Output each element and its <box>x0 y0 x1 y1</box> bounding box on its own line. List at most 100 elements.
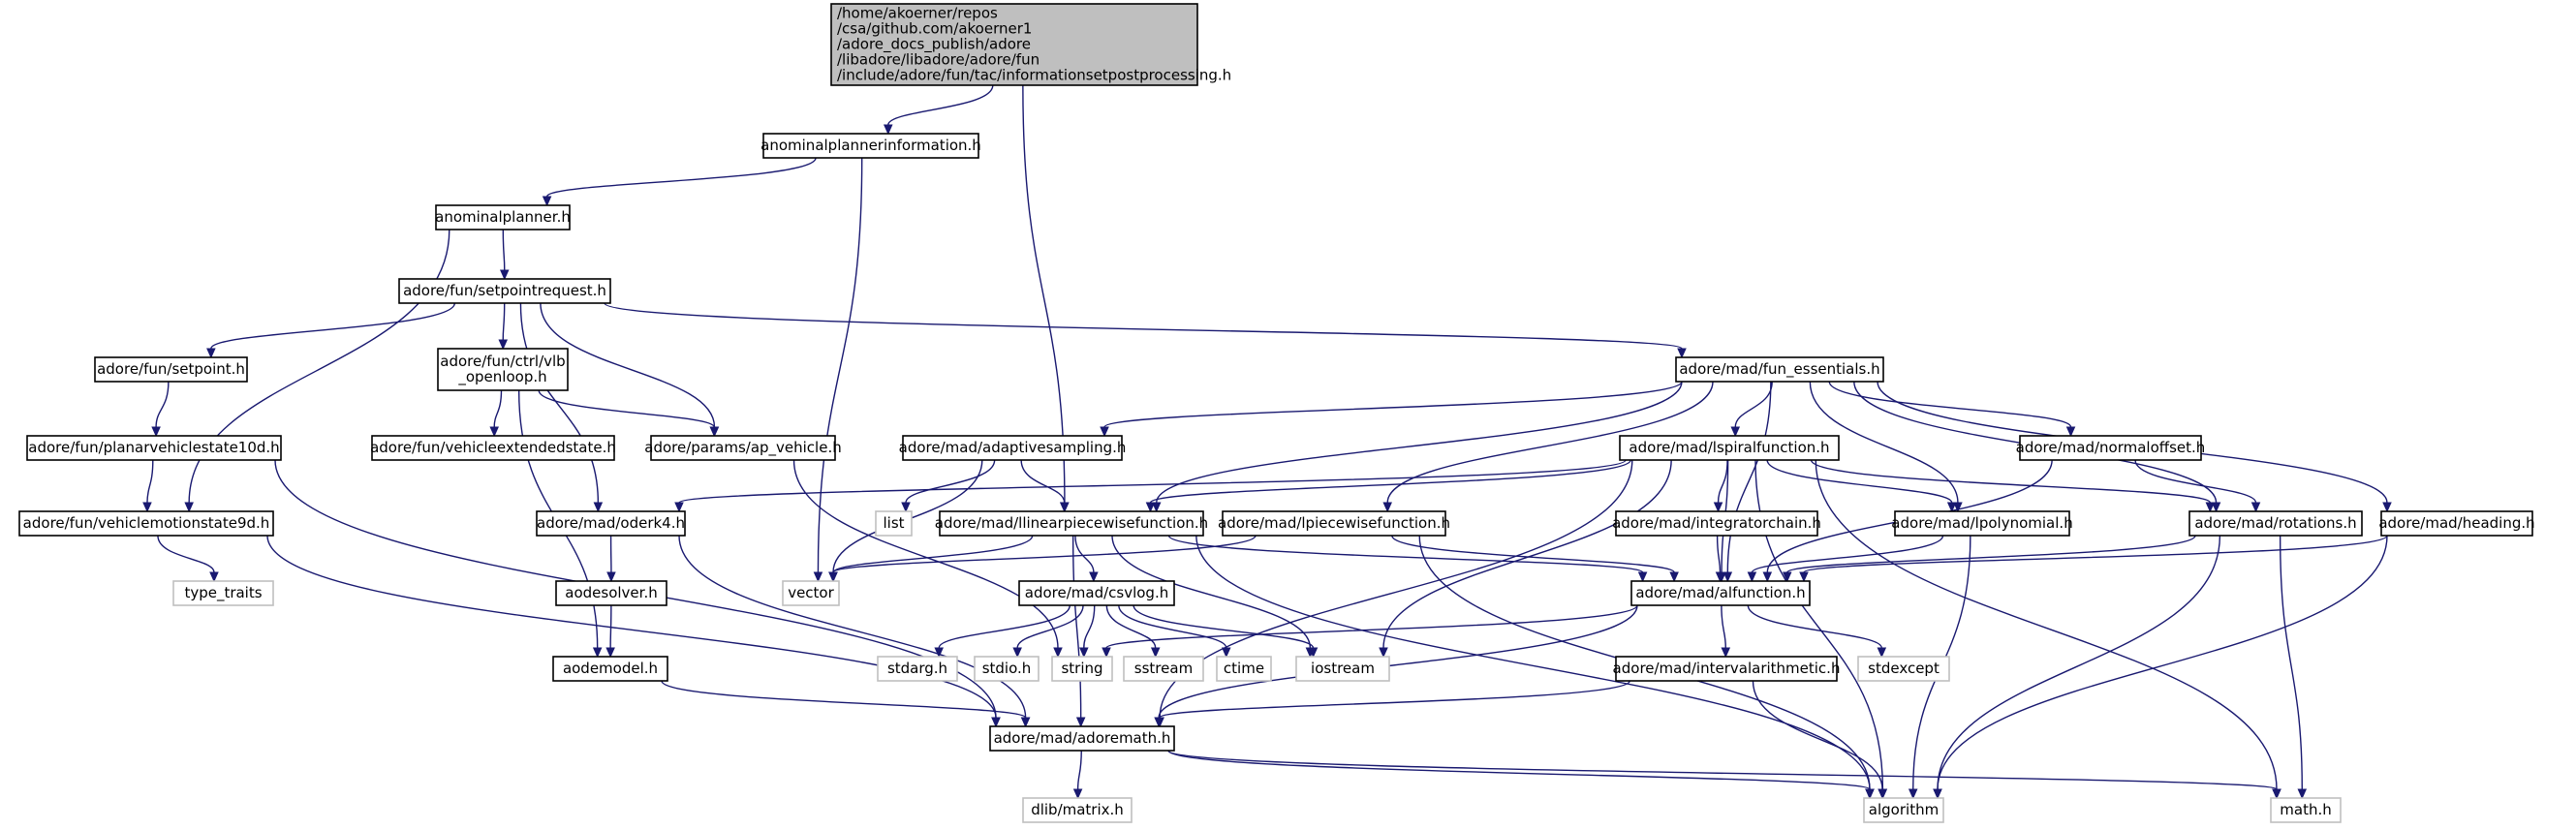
edge-csvlog-to-stdarg <box>938 604 1071 649</box>
node-aodesolver[interactable]: aodesolver.h <box>555 580 667 606</box>
node-normaloffset[interactable]: adore/mad/normaloffset.h <box>2016 435 2206 461</box>
node-fun_essentials[interactable]: adore/mad/fun_essentials.h <box>1675 356 1884 383</box>
edge-csvlog-to-string <box>1083 604 1096 649</box>
node-ctime: ctime <box>1216 656 1272 682</box>
arrowhead-lspiralfunction-to-iostream <box>1379 647 1388 659</box>
edge-alfunction-to-adoremath <box>1158 604 1638 719</box>
node-planarvehiclestate10d[interactable]: adore/fun/planarvehiclestate10d.h <box>26 435 282 461</box>
node-box-stdarg <box>877 656 958 682</box>
node-box-intervalarithmetic <box>1615 656 1838 682</box>
arrowhead-setpointrequest-to-fun_essentials <box>1677 348 1687 359</box>
node-alfunction[interactable]: adore/mad/alfunction.h <box>1630 580 1811 606</box>
arrowhead-llinearpiecewisefunction-to-csvlog <box>1089 571 1099 583</box>
node-vehicleextendedstate[interactable]: adore/fun/vehicleextendedstate.h <box>370 435 616 461</box>
arrowhead-ap_vehicle-to-string <box>1053 647 1063 659</box>
edge-alfunction-to-string <box>1105 604 1638 649</box>
node-vlb_openloop[interactable]: adore/fun/ctrl/vlb_openloop.h <box>437 348 569 391</box>
arrowhead-vlb_openloop-to-aodemodel <box>592 647 603 659</box>
edge-adoremath-to-math <box>1167 750 2278 790</box>
edge-vlb_openloop-to-ap_vehicle <box>538 389 715 428</box>
edge-llinearpiecewisefunction-to-algorithm <box>1195 535 1871 790</box>
node-integratorchain[interactable]: adore/mad/integratorchain.h <box>1612 510 1821 537</box>
node-csvlog[interactable]: adore/mad/csvlog.h <box>1018 580 1175 606</box>
edge-vehiclemotionstate9d-to-adoremath <box>266 535 997 719</box>
node-box-iostream <box>1295 656 1390 682</box>
edge-aodesolver-to-aodemodel <box>609 604 612 649</box>
node-box-setpoint <box>94 356 248 383</box>
arrowhead-fun_essentials-to-adaptivesampling <box>1100 426 1109 438</box>
node-adaptivesampling[interactable]: adore/mad/adaptivesampling.h <box>899 435 1127 461</box>
arrowhead-aodemodel-to-adoremath <box>1020 717 1031 728</box>
arrowhead-fun_essentials-to-alfunction <box>1723 571 1733 583</box>
arrowhead-csvlog-to-iostream <box>1308 647 1319 659</box>
edge-vlb_openloop-to-vehicleextendedstate <box>493 389 503 428</box>
node-label-vehicleextendedstate: adore/fun/vehicleextendedstate.h <box>370 439 616 456</box>
node-ap_vehicle[interactable]: adore/params/ap_vehicle.h <box>644 435 842 461</box>
edge-lspiralfunction-to-oderk4 <box>678 459 1627 504</box>
edge-lspiralfunction-to-rotations <box>1810 459 2212 504</box>
node-lpiecewisefunction[interactable]: adore/mad/lpiecewisefunction.h <box>1218 510 1450 537</box>
node-root[interactable]: /home/akoerner/repos/csa/github.com/akoe… <box>830 3 1231 86</box>
arrowhead-lpiecewisefunction-to-vector <box>828 571 838 583</box>
node-lpolynomial[interactable]: adore/mad/lpolynomial.h <box>1891 510 2073 537</box>
arrowhead-intervalarithmetic-to-adoremath <box>1155 717 1164 728</box>
node-label-alfunction: adore/mad/alfunction.h <box>1635 584 1805 601</box>
arrowhead-adaptivesampling-to-llinearpiecewisefunction <box>1059 502 1070 513</box>
arrowhead-anominalplannerinformation-to-vector <box>813 571 823 583</box>
node-anominalplannerinformation[interactable]: anominalplannerinformation.h <box>760 133 981 159</box>
node-adoremath[interactable]: adore/mad/adoremath.h <box>989 725 1175 752</box>
node-box-anominalplanner <box>435 204 571 231</box>
arrowhead-alfunction-to-string <box>1102 647 1111 659</box>
node-label-setpointrequest: adore/fun/setpointrequest.h <box>403 282 606 299</box>
arrowhead-setpointrequest-to-vlb_openloop <box>498 339 509 351</box>
node-label-list: list <box>883 514 904 532</box>
node-box-ctime <box>1216 656 1272 682</box>
node-heading[interactable]: adore/mad/heading.h <box>2378 510 2535 537</box>
node-box-oderk4 <box>536 510 686 537</box>
node-box-fun_essentials <box>1675 356 1884 383</box>
node-label-root: /home/akoerner/repos <box>837 5 998 22</box>
arrowhead-adoremath-to-matrix <box>1072 788 1083 800</box>
edge-fun_essentials-to-adaptivesampling <box>1103 381 1683 428</box>
node-vehiclemotionstate9d[interactable]: adore/fun/vehiclemotionstate9d.h <box>18 510 274 537</box>
node-label-vlb_openloop: adore/fun/ctrl/vlb <box>440 353 565 370</box>
node-box-vector <box>782 580 840 606</box>
edge-integratorchain-to-alfunction <box>1716 535 1722 573</box>
edge-adaptivesampling-to-llinearpiecewisefunction <box>1020 459 1066 504</box>
node-aodemodel[interactable]: aodemodel.h <box>552 656 668 682</box>
node-oderk4[interactable]: adore/mad/oderk4.h <box>536 510 686 537</box>
node-box-algorithm <box>1863 797 1944 823</box>
arrowhead-lspiralfunction-to-lpolynomial <box>1946 502 1957 513</box>
node-setpoint[interactable]: adore/fun/setpoint.h <box>94 356 248 383</box>
arrowhead-vlb_openloop-to-ap_vehicle <box>709 426 720 438</box>
file-nodes: /home/akoerner/repos/csa/github.com/akoe… <box>18 3 2535 823</box>
node-setpointrequest[interactable]: adore/fun/setpointrequest.h <box>398 278 611 304</box>
node-matrix: dlib/matrix.h <box>1022 797 1133 823</box>
edge-csvlog-to-sstream <box>1105 604 1157 649</box>
node-llinearpiecewisefunction[interactable]: adore/mad/llinearpiecewisefunction.h <box>935 510 1208 537</box>
arrowhead-vlb_openloop-to-vehicleextendedstate <box>489 426 499 438</box>
node-label-aodesolver: aodesolver.h <box>565 584 657 601</box>
node-label-aodemodel: aodemodel.h <box>563 660 658 677</box>
node-box-type_traits <box>172 580 274 606</box>
node-label-vlb_openloop: _openloop.h <box>457 368 546 386</box>
arrowhead-fun_essentials-to-heading <box>2382 502 2392 513</box>
arrowhead-anominalplannerinformation-to-anominalplanner <box>542 196 552 207</box>
node-label-adoremath: adore/mad/adoremath.h <box>994 729 1171 747</box>
node-anominalplanner[interactable]: anominalplanner.h <box>435 204 571 231</box>
node-lspiralfunction[interactable]: adore/mad/lspiralfunction.h <box>1619 435 1840 461</box>
node-rotations[interactable]: adore/mad/rotations.h <box>2188 510 2363 537</box>
node-label-stdio: stdio.h <box>982 660 1032 677</box>
node-box-matrix <box>1022 797 1133 823</box>
node-label-integratorchain: adore/mad/integratorchain.h <box>1612 514 1821 532</box>
arrowhead-csvlog-to-stdarg <box>934 647 944 659</box>
edge-setpointrequest-to-oderk4 <box>519 302 600 504</box>
node-label-rotations: adore/mad/rotations.h <box>2194 514 2356 532</box>
arrowhead-heading-to-algorithm <box>1933 788 1942 800</box>
node-intervalarithmetic[interactable]: adore/mad/intervalarithmetic.h <box>1613 656 1841 682</box>
node-box-sstream <box>1123 656 1204 682</box>
edge-llinearpiecewisefunction-to-vector <box>832 535 1034 573</box>
edge-planarvehiclestate10d-to-vehiclemotionstate9d <box>146 459 154 504</box>
edge-setpoint-to-planarvehiclestate10d <box>155 381 170 428</box>
